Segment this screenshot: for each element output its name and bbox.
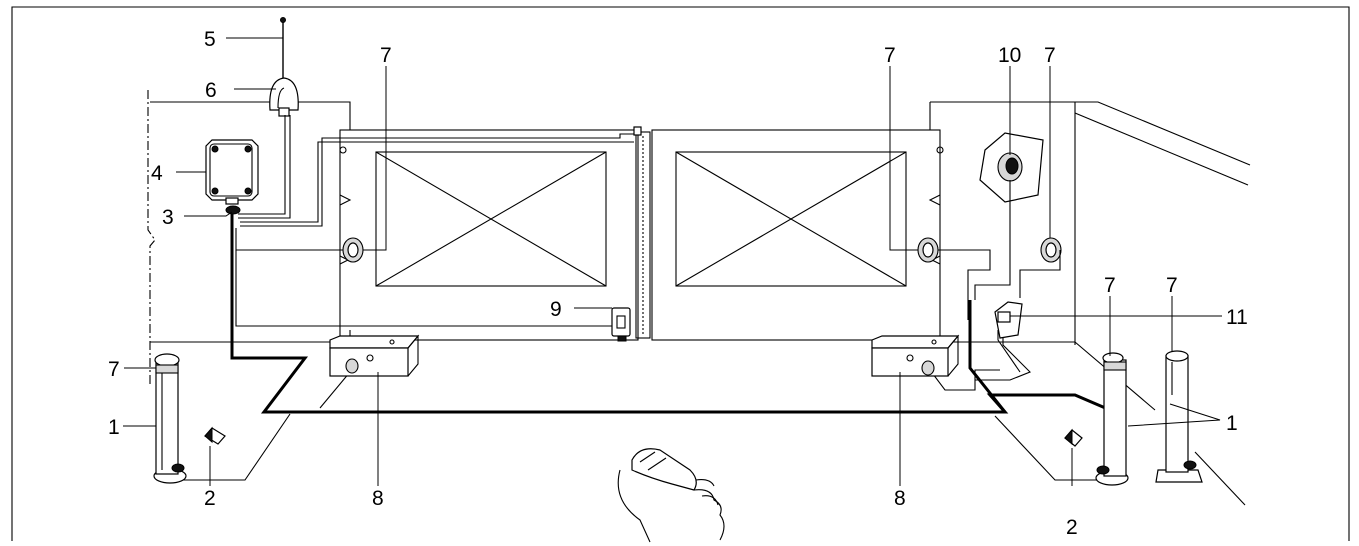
label-photocell-right-wall: 7 xyxy=(884,44,896,67)
hand-with-remote xyxy=(617,448,725,543)
column-right-2 xyxy=(1155,350,1203,483)
label-motor-left: 8 xyxy=(372,487,384,510)
label-motor-right: 8 xyxy=(894,487,906,510)
number-labels: 5 6 4 3 7 7 10 7 7 1 7 7 11 1 9 2 8 8 2 xyxy=(108,28,1248,539)
label-column-photocell-r2: 7 xyxy=(1166,274,1178,297)
label-column-photocell-r1: 7 xyxy=(1104,274,1116,297)
label-control-unit: 4 xyxy=(151,162,163,185)
antenna xyxy=(280,17,286,80)
label-column-right: 1 xyxy=(1226,412,1238,435)
label-photocell-far-right: 7 xyxy=(1044,44,1056,67)
label-electric-lock: 9 xyxy=(550,298,562,321)
leader-lines xyxy=(123,37,1222,486)
label-photocell-left-wall: 7 xyxy=(380,44,392,67)
photocell-far-right xyxy=(1040,237,1062,263)
gate-center-seal xyxy=(633,126,651,339)
figure-frame xyxy=(11,6,1350,541)
photocell-left-wall xyxy=(342,237,364,263)
label-junction-box: 3 xyxy=(162,206,174,229)
key-selector xyxy=(979,132,1044,203)
wiring xyxy=(180,115,1111,481)
motor-left xyxy=(329,334,420,377)
flashing-lamp xyxy=(269,77,299,117)
label-stop-right: 2 xyxy=(1066,516,1078,539)
label-antenna: 5 xyxy=(204,28,216,51)
label-flashing-lamp: 6 xyxy=(205,79,217,102)
column-right-1 xyxy=(1095,352,1129,486)
control-unit xyxy=(205,139,259,205)
right-wall xyxy=(929,101,1251,506)
left-wall xyxy=(147,90,351,385)
gate-leaf-right xyxy=(651,129,944,341)
photocell-right-wall xyxy=(917,237,939,263)
junction-box xyxy=(225,205,241,215)
gate-stop-right xyxy=(1064,428,1083,447)
electric-lock xyxy=(611,307,631,342)
label-radio-receiver: 11 xyxy=(1226,306,1248,329)
label-stop-left: 2 xyxy=(204,487,216,510)
motor-right xyxy=(871,334,960,377)
column-left xyxy=(153,353,187,484)
label-column-photocell-left: 7 xyxy=(108,358,120,381)
gate-stop-left xyxy=(204,426,226,445)
label-column-left: 1 xyxy=(108,416,120,439)
radio-receiver xyxy=(994,301,1023,339)
gate-leaf-left xyxy=(339,129,639,341)
label-key-selector: 10 xyxy=(998,44,1021,67)
